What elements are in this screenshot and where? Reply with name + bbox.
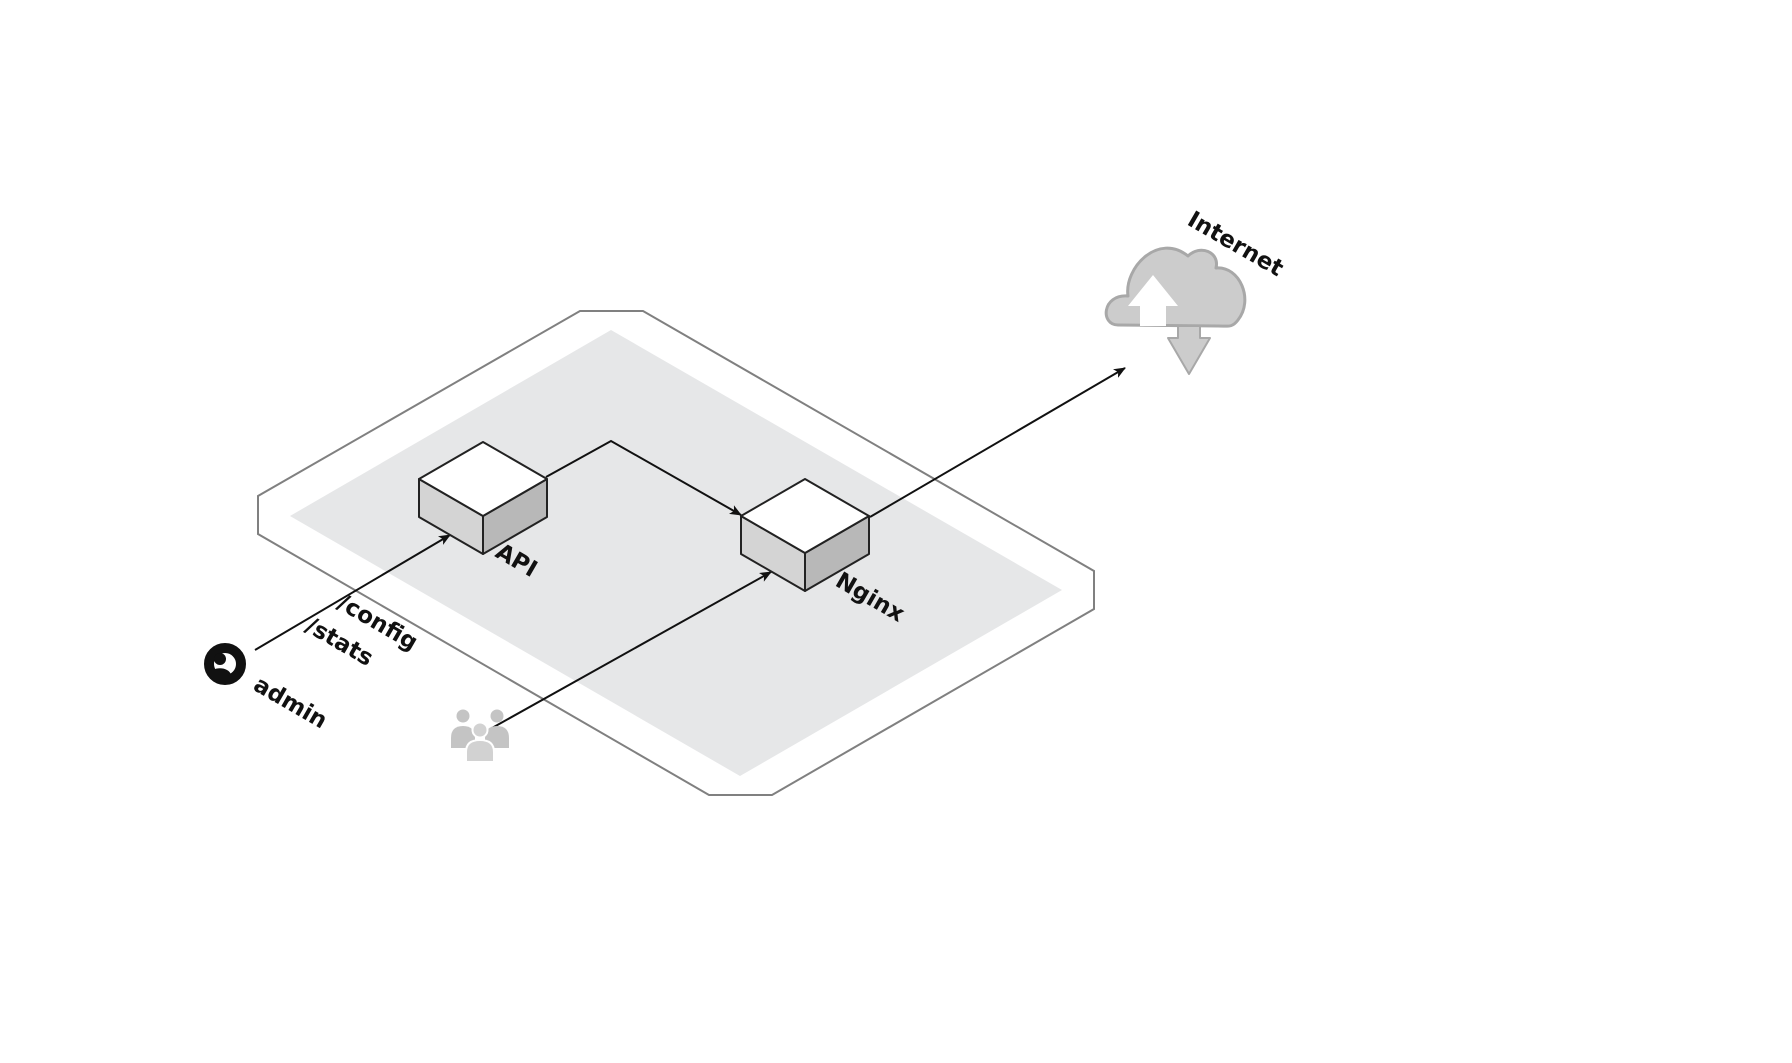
edge-users-nginx — [491, 571, 772, 729]
admin-user-icon[interactable] — [200, 639, 250, 689]
api-cube-top-face — [418, 441, 548, 517]
edge-nginx-internet — [869, 367, 1126, 518]
cloud-upload-download-icon — [1104, 246, 1247, 375]
zone-fill — [290, 330, 1062, 776]
user-group-icon[interactable] — [451, 709, 509, 763]
admin-label: admin — [249, 672, 331, 735]
api-node[interactable] — [418, 441, 548, 555]
edge-admin-api — [254, 534, 451, 651]
edge-api-nginx — [545, 439, 742, 516]
zone-boundary — [257, 310, 1095, 796]
nginx-cube-top-face — [740, 478, 870, 554]
nginx-node[interactable] — [740, 478, 870, 592]
